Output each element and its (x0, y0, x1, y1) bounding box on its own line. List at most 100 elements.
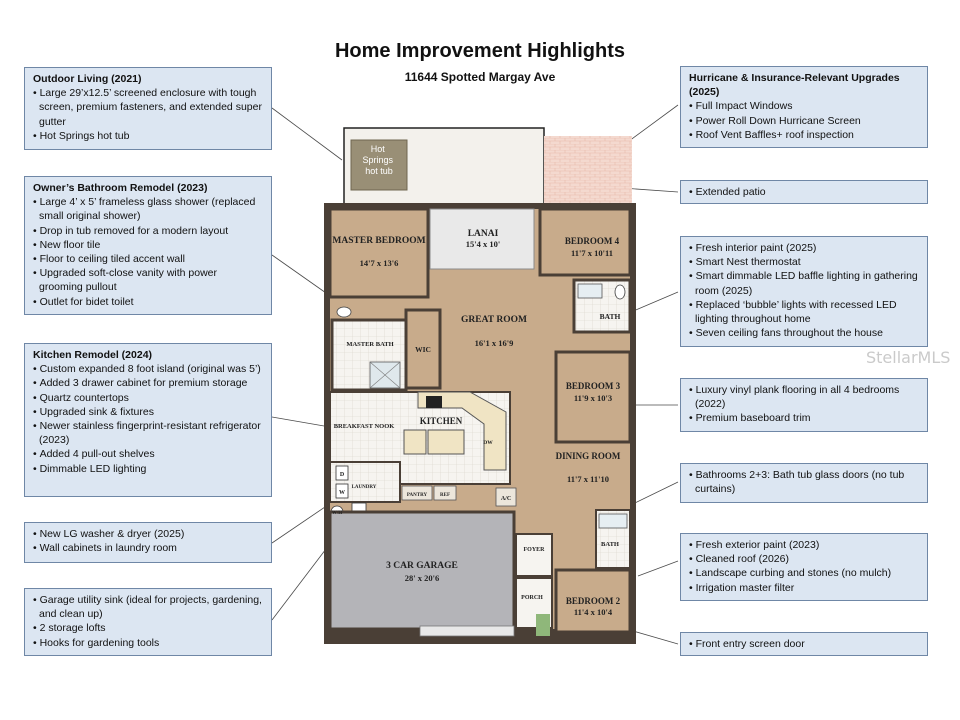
callout-flooring: Luxury vinyl plank flooring in all 4 bed… (680, 378, 928, 432)
room-bedroom-4 (538, 207, 632, 277)
label-ac: A/C (501, 496, 511, 502)
label-bath-lower: BATH (601, 541, 619, 548)
callout-item: New LG washer & dryer (2025) (33, 527, 263, 541)
callout-garage: Garage utility sink (ideal for projects,… (24, 588, 272, 656)
callout-kitchen-remodel: Kitchen Remodel (2024) Custom expanded 8… (24, 343, 272, 497)
label-master-bath: MASTER BATH (346, 341, 393, 348)
callout-item: Fresh exterior paint (2023) (689, 538, 919, 552)
label-dryer: D (340, 472, 345, 478)
callout-item: Large 4’ x 5’ frameless glass shower (re… (33, 195, 263, 223)
kitchen-island (403, 429, 427, 455)
label-ref: REF (440, 493, 450, 498)
bathtub-icon (577, 283, 603, 299)
label-bedroom-4: BEDROOM 4 (565, 236, 620, 246)
callout-item: Hot Springs hot tub (33, 129, 263, 143)
page-title: Home Improvement Highlights (334, 40, 626, 62)
callout-item: Dimmable LED lighting (33, 462, 263, 476)
dim-great-room: 16'1 x 16'9 (475, 338, 514, 348)
callout-entry-door: Front entry screen door (680, 632, 928, 656)
dim-lanai: 15'4 x 10' (466, 239, 500, 249)
callout-item: Added 4 pull-out shelves (33, 447, 263, 461)
callout-item: Landscape curbing and stones (no mulch) (689, 566, 919, 580)
label-foyer: FOYER (524, 547, 546, 553)
callout-title: Hurricane & Insurance-Relevant Upgrades … (689, 72, 900, 99)
ac-unit (495, 487, 517, 507)
callout-item: Fresh interior paint (2025) (689, 241, 919, 255)
watermark: StellarMLS (866, 348, 951, 367)
callout-bath-glass-doors: Bathrooms 2+3: Bath tub glass doors (no … (680, 463, 928, 503)
callout-item: Extended patio (689, 185, 919, 199)
hot-tub (350, 139, 408, 191)
hot-tub-label-1: Hot (371, 144, 386, 154)
callout-item: Premium baseboard trim (689, 411, 919, 425)
dryer-icon (335, 465, 349, 481)
label-laundry: LAUNDRY (352, 485, 377, 490)
room-wic (404, 308, 442, 390)
room-bedroom-2 (554, 568, 632, 634)
callout-title: Kitchen Remodel (2024) (33, 349, 153, 361)
toilet-icon (336, 306, 352, 318)
callout-interior-upgrades: Fresh interior paint (2025) Smart Nest t… (680, 236, 928, 347)
label-great-room: GREAT ROOM (461, 315, 527, 325)
room-foyer (515, 533, 553, 577)
callout-outdoor-living: Outdoor Living (2021) Large 29’x12.5’ sc… (24, 67, 272, 150)
callout-owners-bathroom: Owner’s Bathroom Remodel (2023) Large 4’… (24, 176, 272, 315)
label-pantry: PANTRY (407, 493, 428, 498)
label-porch: PORCH (521, 595, 543, 601)
callout-item: Drop in tub removed for a modern layout (33, 224, 263, 238)
callout-item: Newer stainless fingerprint-resistant re… (33, 419, 263, 447)
callout-item: Wall cabinets in laundry room (33, 541, 263, 555)
callout-item: Outlet for bidet toilet (33, 295, 263, 309)
room-master-bedroom (328, 207, 430, 299)
label-master-bedroom: MASTER BEDROOM (332, 236, 425, 246)
callout-item: Upgraded sink & fixtures (33, 405, 263, 419)
callout-item: Luxury vinyl plank flooring in all 4 bed… (689, 383, 919, 411)
callout-item: New floor tile (33, 238, 263, 252)
room-bedroom-3 (554, 350, 632, 444)
callout-title: Owner’s Bathroom Remodel (2023) (33, 182, 208, 194)
callout-item: Smart Nest thermostat (689, 255, 919, 269)
dim-master-bedroom: 14'7 x 13'6 (360, 258, 399, 268)
label-wic: WIC (415, 345, 431, 354)
callout-item: Quartz countertops (33, 391, 263, 405)
dim-garage: 28' x 20'6 (405, 573, 439, 583)
callout-item: Cleaned roof (2026) (689, 552, 919, 566)
callout-item: Replaced ‘bubble’ lights with recessed L… (689, 298, 919, 326)
callout-item: Custom expanded 8 foot island (original … (33, 362, 263, 376)
refrigerator (433, 485, 457, 501)
callout-item: Added 3 drawer cabinet for premium stora… (33, 376, 263, 390)
callout-item: Bathrooms 2+3: Bath tub glass doors (no … (689, 468, 919, 496)
callout-item: Front entry screen door (689, 637, 919, 651)
callout-item: Hooks for gardening tools (33, 636, 263, 650)
label-lanai: LANAI (468, 229, 499, 239)
label-breakfast-nook: BREAKFAST NOOK (334, 423, 395, 430)
callout-exterior: Fresh exterior paint (2023) Cleaned roof… (680, 533, 928, 601)
hot-tub-label-2: Springs (362, 155, 393, 165)
label-bath-upper: BATH (600, 312, 621, 321)
label-garage: 3 CAR GARAGE (386, 561, 458, 571)
callout-item: Roof Vent Baffles+ roof inspection (689, 128, 919, 142)
page-address: 11644 Spotted Margay Ave (404, 70, 556, 84)
label-kitchen: KITCHEN (420, 416, 463, 426)
label-wh: W/H (332, 511, 342, 516)
dim-dining-room: 11'7 x 11'10 (567, 474, 609, 484)
callout-item: Garage utility sink (ideal for projects,… (33, 593, 263, 621)
label-bedroom-3: BEDROOM 3 (566, 381, 621, 391)
callout-laundry: New LG washer & dryer (2025) Wall cabine… (24, 522, 272, 563)
room-dining (540, 444, 630, 508)
dim-bedroom-2: 11'4 x 10'4 (574, 607, 613, 617)
label-dining-room: DINING ROOM (556, 451, 621, 461)
callout-item: Power Roll Down Hurricane Screen (689, 114, 919, 128)
washer-icon (335, 483, 349, 499)
callout-item: Upgraded soft-close vanity with power gr… (33, 266, 263, 294)
callout-extended-patio: Extended patio (680, 180, 928, 204)
room-lanai (429, 208, 535, 270)
svg-text:Hot Springs hot tub: Hot Springs hot tub (362, 144, 395, 176)
callout-item: Large 29’x12.5’ screened enclosure with … (33, 86, 263, 129)
callout-hurricane-upgrades: Hurricane & Insurance-Relevant Upgrades … (680, 66, 928, 148)
callout-item: Full Impact Windows (689, 99, 919, 113)
label-washer: W (339, 490, 345, 496)
dim-bedroom-3: 11'9 x 10'3 (574, 393, 612, 403)
label-dw: DW (483, 440, 493, 446)
